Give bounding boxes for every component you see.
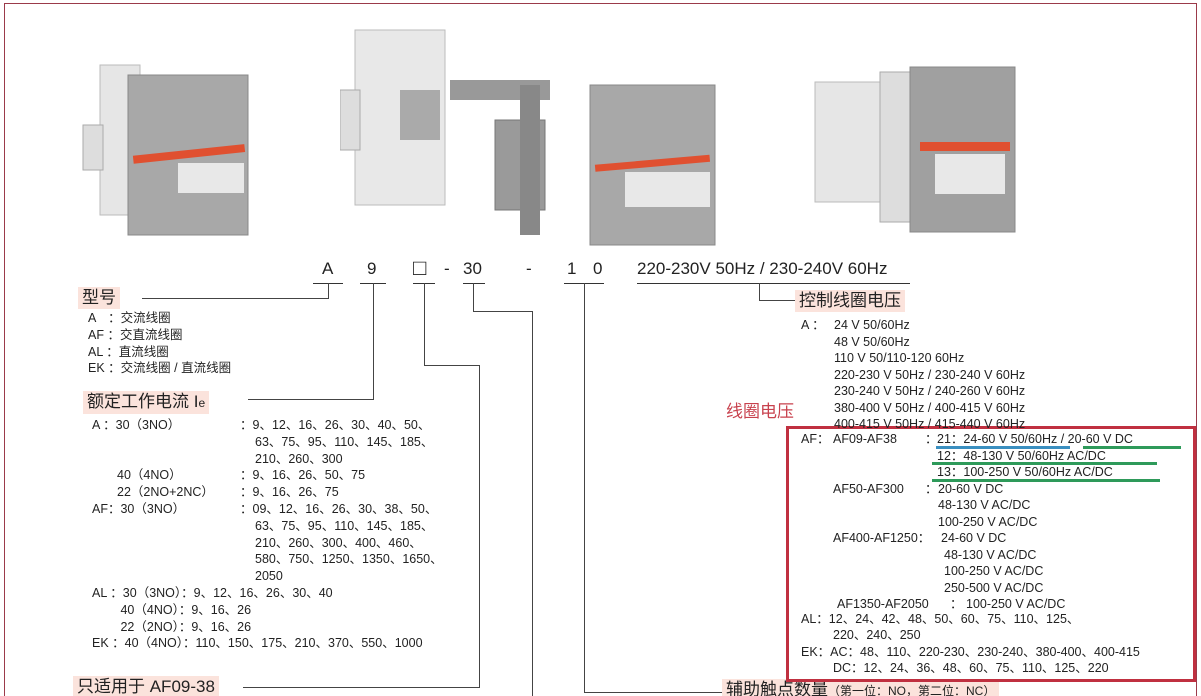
af-sep: ： (950, 597, 963, 611)
coil-al-line: AL：12、24、42、48、50、60、75、110、125、 (801, 612, 1080, 626)
coil-ek-line: DC：12、24、36、48、60、75、110、125、220 (833, 661, 1109, 675)
af-voltage: 48-130 V AC/DC (938, 498, 1031, 512)
highlight-underline-green (1083, 446, 1181, 449)
current-row-values: 63、75、95、110、145、185、 (255, 518, 434, 533)
coil-a-value: 110 V 50/110-120 60Hz (834, 351, 965, 365)
rated-current-subscript: e (198, 396, 206, 410)
coil-a-value: 230-240 V 50Hz / 240-260 V 60Hz (834, 384, 1026, 398)
aux-contacts-heading: 辅助触点数量（第一位：NO，第二位：NC） (722, 679, 1000, 696)
af-voltage: 13：100-250 V 50/60Hz AC/DC (937, 465, 1113, 479)
connector-line (424, 365, 480, 366)
current-row-label: 40（4NO）：9、16、26 (92, 602, 252, 617)
current-row-label: EK ：40（4NO）：110、150、175、210、370、550、1000 (92, 636, 423, 651)
highlight-underline-blue (936, 446, 1070, 449)
af-highlight-box (786, 426, 1196, 682)
coil-a-value: 400-415 V 50Hz / 415-440 V 60Hz (834, 417, 1026, 431)
current-row-label: 22（2NO+2NC） (92, 485, 214, 500)
connector-line (759, 300, 797, 301)
code-dash: - (526, 259, 532, 278)
coil-a-label: A ： (801, 318, 825, 332)
code-aux-nc: 0 (593, 259, 603, 278)
page-frame (4, 3, 1197, 696)
connector-line (759, 283, 760, 301)
af-voltage: 100-250 V AC/DC (938, 514, 1038, 529)
current-row-label: 22（2NO）：9、16、26 (92, 619, 252, 634)
underline (637, 283, 910, 284)
coil-ek-line: EK：AC：48、110、220-230、230-240、380-400、400… (801, 645, 1140, 659)
model-item: A ：交流线圈 (88, 311, 171, 325)
coil-voltage-heading: 控制线圈电压 (795, 290, 905, 312)
af-voltage: 100-250 V AC/DC (944, 564, 1044, 578)
af-range: AF400-AF1250： (833, 531, 931, 545)
current-row-values: ：9、16、26、75 (240, 485, 339, 500)
connector-line (248, 399, 374, 400)
current-row-label: AL ：30（3NO）：9、12、16、26、30、40 (92, 586, 333, 600)
af-voltage: 21：24-60 V 50/60Hz / 20-60 V DC (937, 432, 1133, 446)
current-row-values: 210、260、300 (255, 451, 343, 466)
connector-line (328, 283, 329, 299)
coil-a-value: 220-230 V 50Hz / 230-240 V 60Hz (834, 367, 1026, 382)
current-row-label: AF：30（3NO） (92, 502, 186, 516)
current-row-values: 2050 (255, 569, 283, 584)
aux-note: （第一位：NO，第二位：NC） (828, 684, 996, 696)
af-voltage: 48-130 V AC/DC (944, 547, 1037, 562)
code-dash: - (444, 259, 450, 278)
code-series: A (322, 259, 334, 278)
coil-af-label: AF： (801, 432, 830, 446)
rated-current-heading: 额定工作电流 Ie (83, 391, 210, 414)
coil-a-value: 380-400 V 50Hz / 400-415 V 60Hz (834, 400, 1026, 415)
code-voltage: 220-230V 50Hz / 230-240V 60Hz (637, 259, 888, 278)
connector-line (373, 283, 374, 400)
connector-line (532, 311, 533, 696)
current-row-values: 210、260、300、400、460、 (255, 535, 422, 550)
current-row-values: ：9、12、16、26、30、40、50、 (240, 418, 431, 432)
code-placeholder-box: □ (413, 255, 427, 280)
af-voltage: 100-250 V AC/DC (966, 597, 1066, 611)
model-item: AF ：交直流线圈 (88, 327, 183, 342)
connector-line (584, 692, 726, 693)
af-sep: ： (925, 432, 938, 446)
af-sep: ： (925, 481, 938, 496)
coil-al-line: 220、240、250 (833, 628, 921, 642)
exploded-contactor-image (340, 29, 550, 235)
af-range: AF50-AF300 (833, 481, 904, 496)
underline (463, 283, 485, 284)
coil-voltage-annotation: 线圈电压 (726, 402, 794, 421)
model-item: EK ：交流线圈 / 直流线圈 (88, 361, 232, 376)
aux-title: 辅助触点数量 (726, 680, 828, 696)
af-range: AF1350-AF2050 (837, 597, 929, 611)
contactor-image-1 (82, 64, 249, 236)
code-current: 9 (367, 259, 377, 278)
highlight-underline-green (932, 479, 1160, 482)
coil-a-value: 48 V 50/60Hz (834, 334, 910, 349)
contactor-image-2 (589, 84, 716, 246)
current-row-values: ：09、12、16、26、30、38、50、 (240, 502, 438, 516)
current-row-values: ：9、16、26、50、75 (240, 468, 366, 483)
current-row-values: 63、75、95、110、145、185、 (255, 434, 434, 449)
code-aux-no: 1 (567, 259, 577, 278)
model-heading: 型号 (78, 287, 120, 309)
af-voltage: 12：48-130 V 50/60Hz AC/DC (937, 448, 1106, 463)
highlight-underline-green (932, 462, 1157, 465)
connector-line (424, 283, 425, 366)
connector-line (243, 687, 480, 688)
coil-a-value: 24 V 50/60Hz (834, 318, 910, 332)
connector-line (473, 283, 474, 312)
current-row-label: 40（4NO） (92, 468, 182, 483)
af-range: AF09-AF38 (833, 432, 897, 446)
connector-line (479, 365, 480, 688)
af-voltage: 20-60 V DC (938, 481, 1004, 496)
contactor-image-3 (814, 66, 1016, 233)
current-row-label: A ：30（3NO） (92, 418, 181, 432)
code-poles: 30 (463, 259, 482, 278)
only-for-heading: 只适用于 AF09-38 (73, 676, 219, 696)
model-item: AL ：直流线圈 (88, 344, 169, 359)
current-row-values: 580、750、1250、1350、1650、 (255, 552, 443, 567)
af-voltage: 250-500 V AC/DC (944, 580, 1044, 595)
connector-line (473, 311, 533, 312)
connector-line (584, 283, 585, 693)
connector-line (142, 298, 329, 299)
af-voltage: 24-60 V DC (941, 531, 1007, 545)
rated-current-title: 额定工作电流 I (87, 392, 199, 411)
